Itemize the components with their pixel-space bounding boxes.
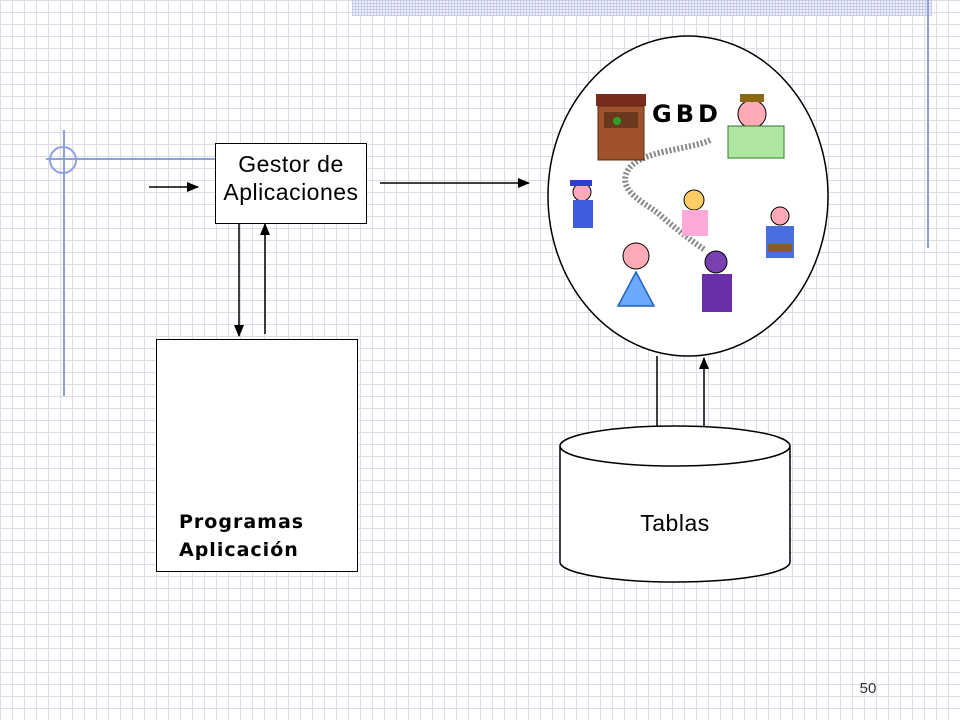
purple-figure [702,250,732,312]
decor-circle [49,146,77,174]
tablas-label: Tablas [640,510,710,536]
top-decoration-bar [352,0,932,16]
programas-line2: Aplicación [179,539,299,561]
programas-label: Programas Aplicación [179,508,304,564]
gestor-line2: Aplicaciones [223,179,359,205]
triangle-figure [616,242,656,307]
green-sign-figure [727,94,785,159]
gestor-box: Gestor de Aplicaciones [215,143,367,224]
pink-figure-center [682,189,708,236]
gbd-cartoon-figures [570,94,794,312]
blue-figure-right [766,206,794,258]
decor-vertical-line [63,130,65,396]
gestor-line1: Gestor de [238,151,344,177]
programas-line1: Programas [179,511,305,533]
decor-right-vertical-line [927,0,929,248]
stand-figure [596,94,646,161]
programas-box: Programas Aplicación [156,339,358,572]
tablas-cylinder [559,425,791,583]
blue-figure-left [570,180,593,228]
gbd-label: GBD [652,100,722,128]
decor-horizontal-line [46,158,230,160]
page-number: 50 [859,680,877,697]
gestor-label: Gestor de Aplicaciones [216,150,366,206]
